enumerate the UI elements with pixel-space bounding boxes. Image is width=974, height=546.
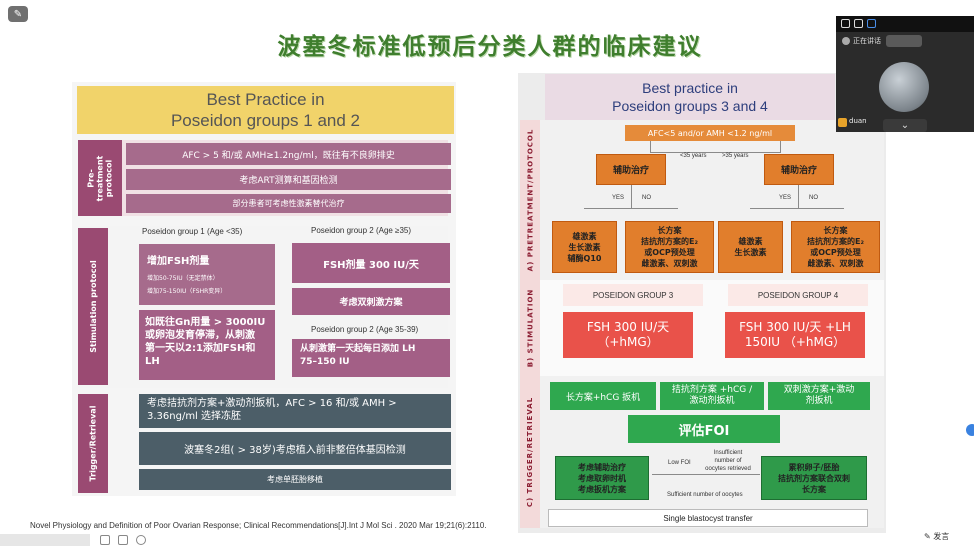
side-label-trigger: Trigger/Retrieval [78, 394, 108, 493]
group1-fsh-title: 增加FSH剂量 [147, 256, 210, 267]
grid-icon[interactable] [100, 535, 110, 545]
trigger-long-protocol: 长方案+hCG 扳机 [550, 382, 656, 410]
microphone-icon [842, 37, 850, 45]
side-label-b: B) STIMULATION [520, 280, 540, 376]
group4-fsh-box: FSH 300 IU/天 +LH 150IU （+hMG） [725, 312, 865, 358]
group1-label: Poseidon group 1 (Age <35) [142, 227, 243, 236]
trigger-box-1: 考虑拮抗剂方案+激动剂扳机，AFC > 16 和/或 AMH > 3.36ng/… [139, 394, 451, 428]
trigger-dual-stim: 双刺激方案+激动 剂扳机 [768, 382, 870, 410]
slide-title: 波塞冬标准低预后分类人群的临床建议 [277, 33, 703, 60]
self-name-label: duan [849, 117, 867, 125]
connector [750, 208, 844, 209]
pre-box-1: AFC > 5 和/或 AMH≥1.2ng/ml，既往有不良卵排史 [126, 143, 451, 165]
adjuvant-box-right: 辅助治疗 [764, 154, 834, 185]
low-foi-action-box: 考虑辅助治疗 考虑取卵时机 考虑扳机方案 [555, 456, 649, 500]
group2b-label: Poseidon group 2 (Age 35-39) [311, 325, 419, 334]
trigger-box-2: 波塞冬2组( > 38岁)考虑植入前非整倍体基因检测 [139, 432, 451, 465]
side-label-pretreatment: Pre-treatment protocol [78, 140, 122, 216]
pre-box-3: 部分患者可考虑性激素替代治疗 [126, 194, 451, 213]
connector [584, 208, 678, 209]
sufficient-label: Sufficient number of oocytes [667, 492, 743, 498]
collapse-video-button[interactable]: ⌄ [883, 119, 927, 132]
group1-fsh-sub1: 增加50-75IU（无定禁体） [147, 275, 219, 282]
share-label: 发言 [933, 532, 950, 541]
minimize-icon[interactable] [841, 19, 850, 28]
age-lt35: <35 years [680, 153, 707, 159]
group1-lh-box: 如既往Gn用量 > 3000IU 或卵泡发育停滞，从刺激 第一天以2:1添加FS… [139, 310, 275, 380]
group1-fsh-sub2: 增加75-150IU（FSHR变异） [147, 288, 227, 295]
option-box-4: 长方案 拮抗剂方案的E₂ 或OCP预处理 雌激素、双刺激 [791, 221, 880, 273]
age-gt35: >35 years [722, 153, 749, 159]
side-label-c: C) TRIGGER/RETRIEVAL [520, 376, 540, 528]
option-box-1: 雄激素 生长激素 辅酶Q10 [552, 221, 617, 273]
list-icon[interactable] [867, 19, 876, 28]
insufficient-label: Insufficient number of oocytes retrieved [705, 450, 751, 472]
group4-label: POSEIDON GROUP 4 [757, 290, 839, 300]
connector [650, 152, 780, 153]
evaluate-foi-box: 评估FOI [628, 415, 780, 443]
group2-label: Poseidon group 2 (Age ≥35) [311, 226, 412, 235]
group2b-lh-box: 从刺激第一天起每日添加 LH 75–150 IU [292, 339, 450, 377]
single-blastocyst-box: Single blastocyst transfer [548, 509, 868, 527]
group4-band [728, 284, 868, 306]
group1-fsh-box: 增加FSH剂量 增加50-75IU（无定禁体） 增加75-150IU（FSHR变… [139, 244, 275, 305]
right-panel-header: Best practice in Poseidon groups 3 and 4 [545, 74, 835, 120]
layout-icon[interactable] [854, 19, 863, 28]
screen-toggle-button[interactable]: ✎ [8, 6, 28, 22]
connector [650, 141, 651, 153]
connector [780, 141, 781, 153]
side-label-a: A) PRETREATMENT/PROTOCOL [520, 120, 540, 280]
adjuvant-box-left: 辅助治疗 [596, 154, 666, 185]
participant-avatar [879, 62, 929, 112]
no-label-left: NO [642, 195, 651, 201]
pre-box-2: 考虑ART测算和基因检测 [126, 169, 451, 190]
trigger-box-3: 考虑单胚胎移植 [139, 469, 451, 490]
edit-icon: ✎ [13, 8, 23, 20]
chevron-down-icon: ⌄ [900, 120, 910, 131]
connector [798, 185, 799, 208]
option-box-2: 长方案 拮抗剂方案的E₂ 或OCP预处理 雌激素、双刺激 [625, 221, 714, 273]
trigger-antagonist: 拮抗剂方案 +hCG / 激动剂扳机 [660, 382, 764, 410]
video-toolbar [836, 16, 974, 32]
reference-footnote: Novel Physiology and Definition of Poor … [30, 521, 487, 530]
group3-label: POSEIDON GROUP 3 [592, 290, 674, 300]
record-icon[interactable] [136, 535, 146, 545]
speaker-name-blurred [886, 35, 922, 47]
yes-label-right: YES [779, 195, 792, 201]
no-label-right: NO [809, 195, 818, 201]
group3-band [563, 284, 703, 306]
camera-icon[interactable] [118, 535, 128, 545]
afc-box: AFC<5 and/or AMH <1.2 ng/ml [625, 125, 795, 141]
share-button[interactable]: ✎ 发言 [924, 532, 950, 541]
connector [631, 185, 632, 208]
connector [652, 474, 760, 475]
low-foi-label: Low FOI [668, 460, 691, 466]
left-panel-header: Best Practice in Poseidon groups 1 and 2 [77, 86, 454, 134]
group2-dual-stim-box: 考虑双刺激方案 [292, 288, 450, 315]
side-panel-icon[interactable] [966, 424, 974, 436]
bottom-toolbar [0, 534, 90, 546]
group3-fsh-box: FSH 300 IU/天 （+hMG） [563, 312, 693, 358]
option-box-3: 雄激素 生长激素 [718, 221, 783, 273]
group2-fsh-box: FSH剂量 300 IU/天 [292, 243, 450, 283]
side-label-stimulation: Stimulation protocol [78, 228, 108, 385]
insufficient-action-box: 累积卵子/胚胎 拮抗剂方案联合双刺 长方案 [761, 456, 867, 500]
user-icon [838, 118, 847, 127]
speaker-label: 正在讲话 [853, 37, 881, 45]
yes-label-left: YES [612, 195, 625, 201]
